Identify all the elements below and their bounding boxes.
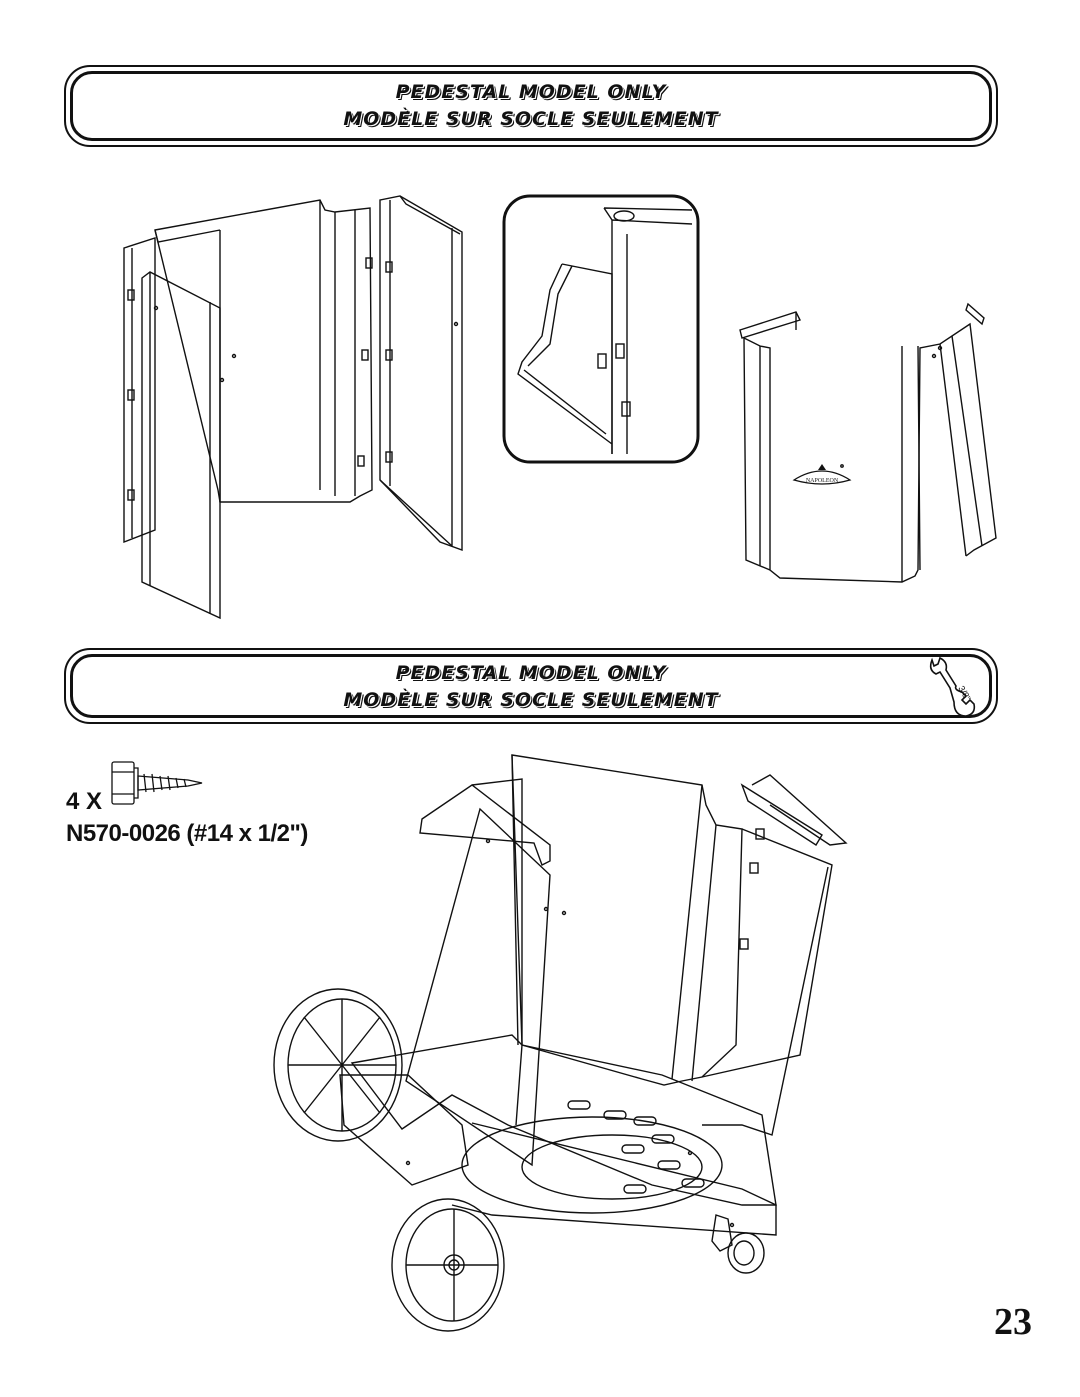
banner-title: Pedestal Model Only Modèle sur socle seu… — [66, 79, 996, 133]
page-number: 23 — [994, 1301, 1032, 1343]
banner-line-french: Modèle sur socle seulement — [343, 108, 719, 130]
step-banner-top: Pedestal Model Only Modèle sur socle seu… — [64, 65, 998, 147]
napoleon-logo-text: NAPOLEON — [806, 478, 839, 484]
cart-assembly-illustration — [273, 754, 848, 1332]
banner-line-english: Pedestal Model Only — [395, 662, 667, 684]
step-banner-bottom: Pedestal Model Only Modèle sur socle seu… — [64, 648, 998, 724]
screw-icon — [111, 761, 203, 805]
wrench-icon: 3/8" — [929, 656, 976, 717]
hardware-quantity: 4 X — [66, 788, 103, 815]
banner-title: Pedestal Model Only Modèle sur socle seu… — [66, 660, 996, 714]
hardware-part-number: N570-0026 (#14 x 1/2") — [66, 820, 308, 847]
napoleon-logo: NAPOLEON — [792, 464, 852, 485]
detail-inset-illustration — [502, 194, 700, 464]
exploded-panels-illustration — [123, 195, 463, 620]
banner-line-french: Modèle sur socle seulement — [343, 689, 719, 711]
banner-line-english: Pedestal Model Only — [395, 81, 667, 103]
assembled-pedestal-illustration — [739, 302, 997, 583]
